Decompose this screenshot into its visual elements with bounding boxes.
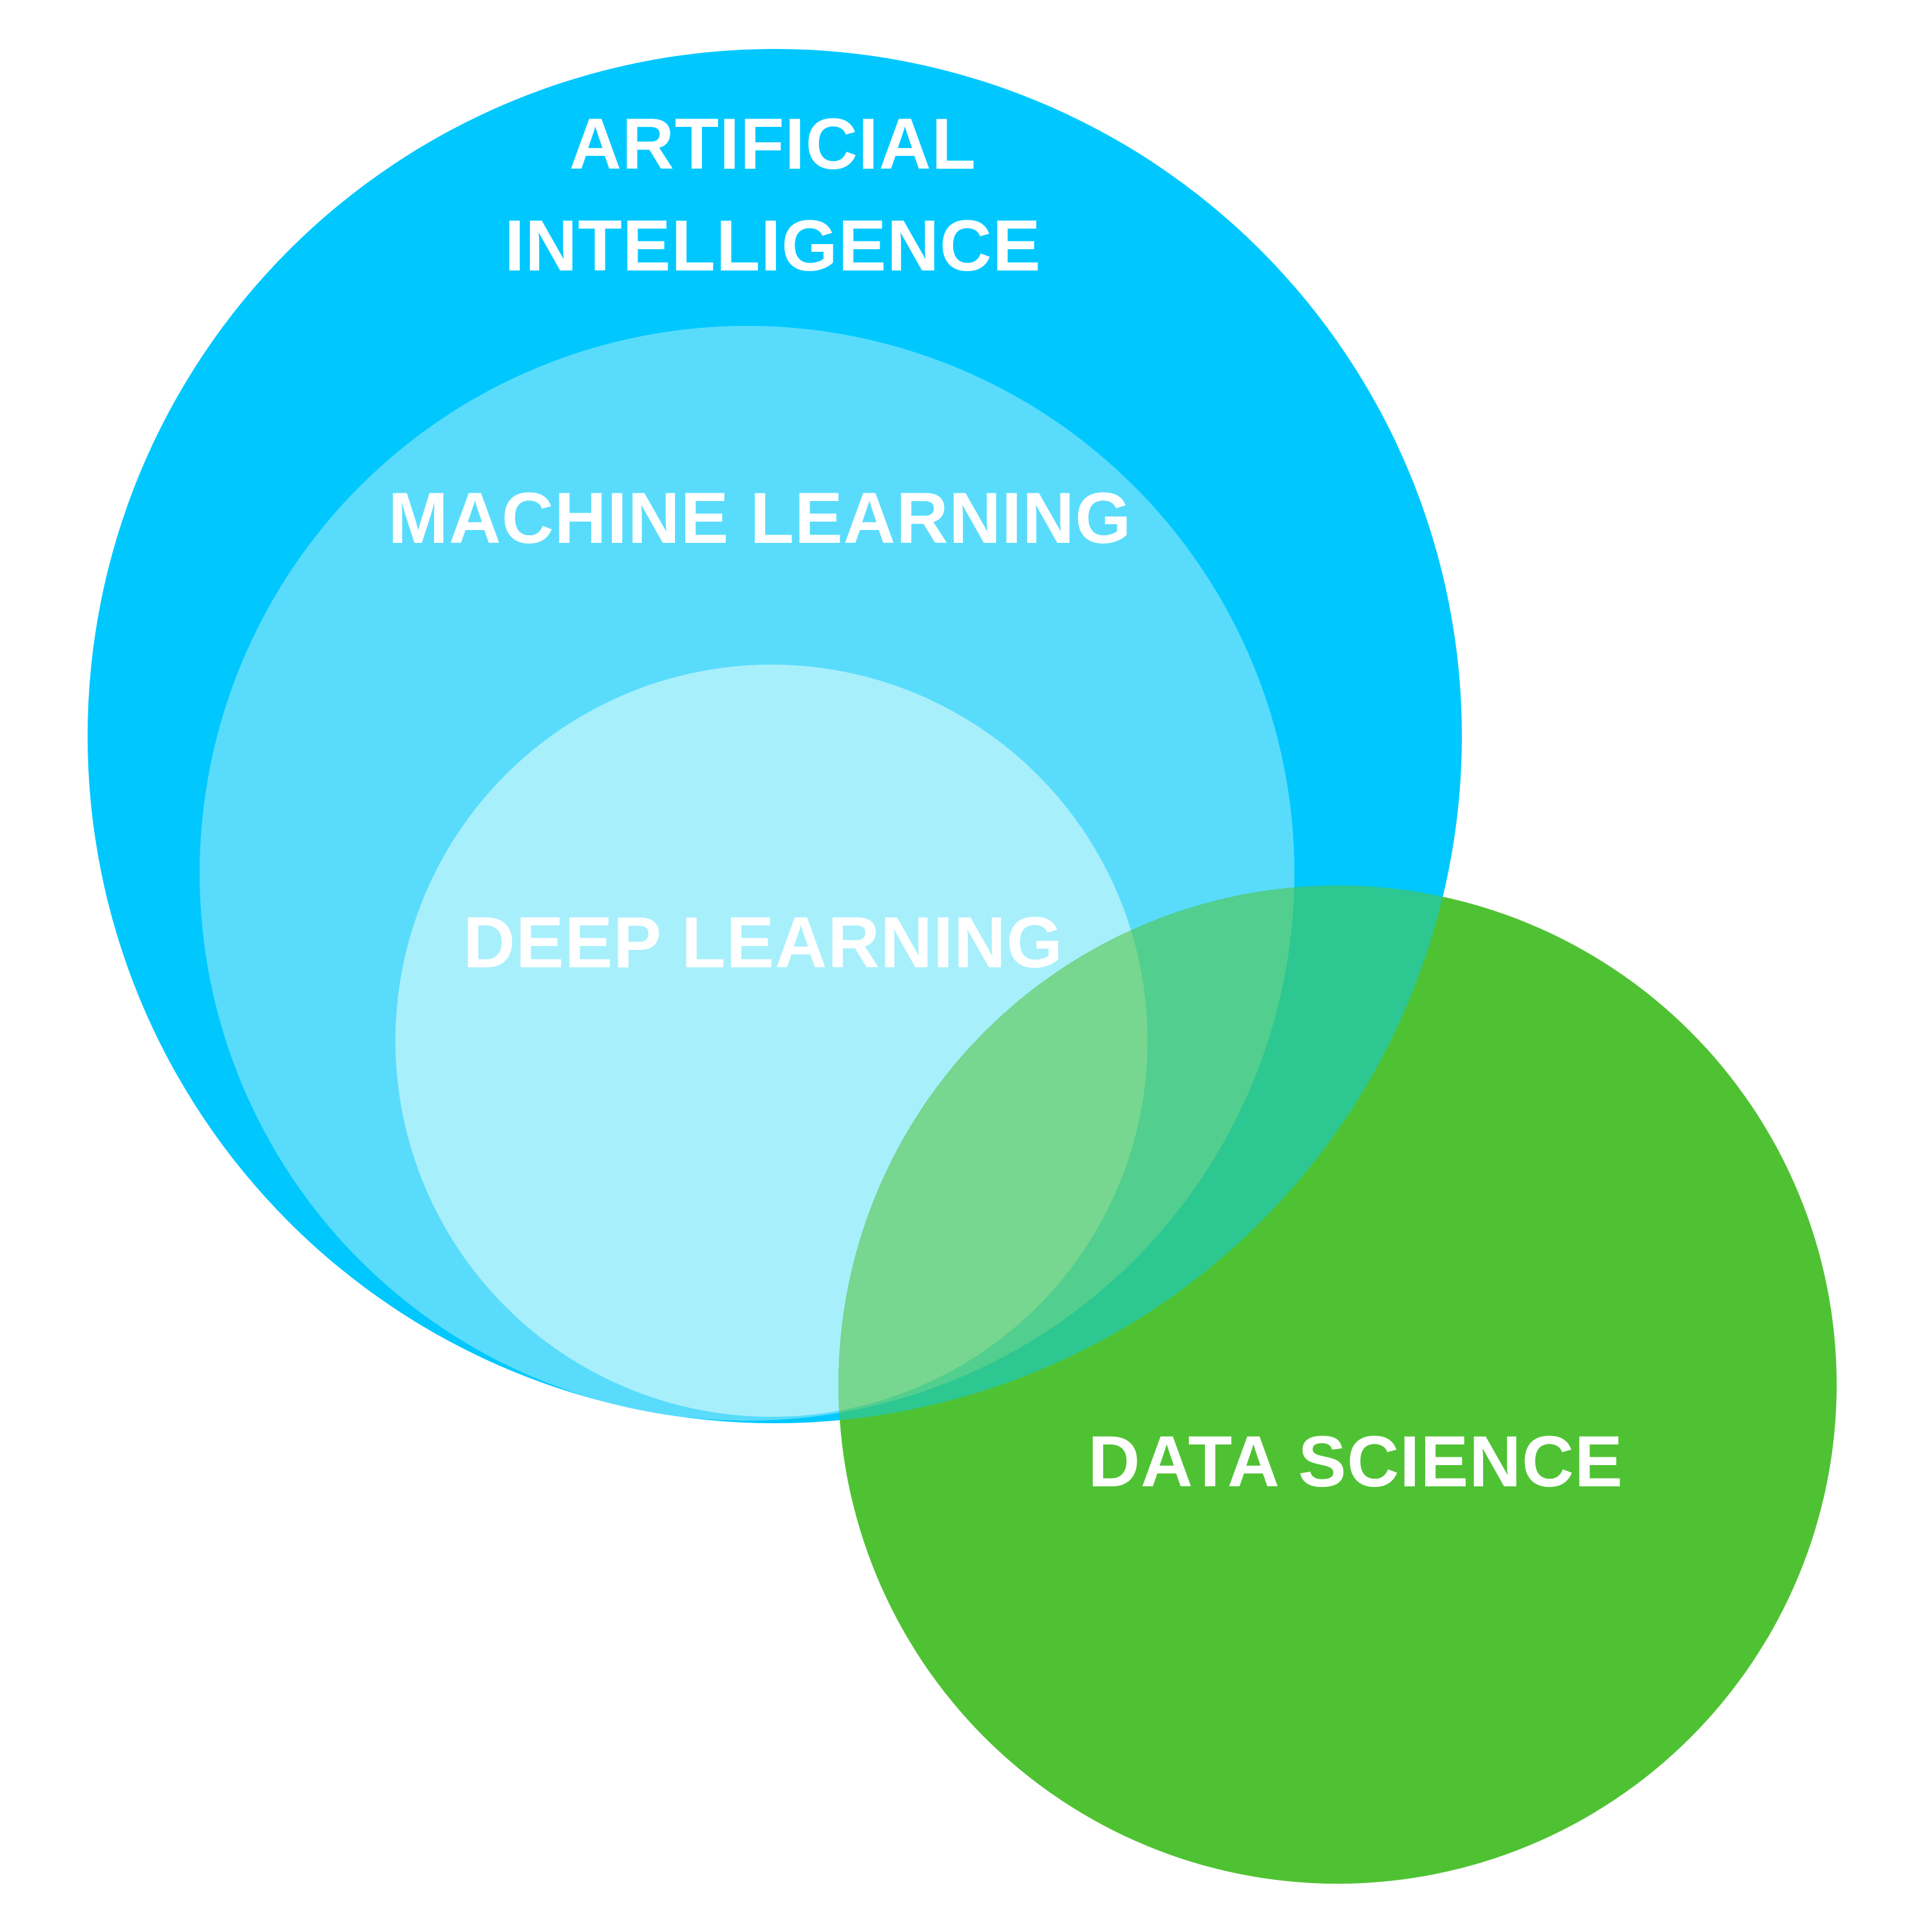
artificial-intelligence-label-line2: INTELLIGENCE (504, 205, 1041, 286)
artificial-intelligence-label-line1: ARTIFICIAL (569, 104, 976, 184)
overlap-region-group (838, 886, 1462, 1423)
data-science-label: DATA SCIENCE (1088, 1421, 1623, 1502)
ds-dl-overlap (838, 886, 1148, 1417)
machine-learning-label: MACHINE LEARNING (388, 478, 1132, 558)
deep-learning-label: DEEP LEARNING (463, 902, 1063, 983)
